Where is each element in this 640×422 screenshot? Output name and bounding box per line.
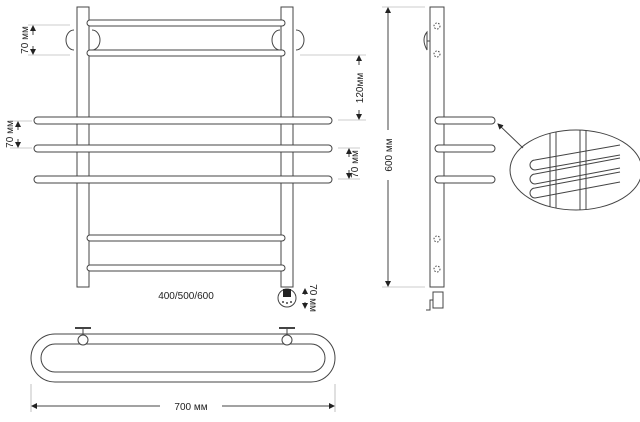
label-upper-gap: 120мм (355, 73, 366, 104)
side-connector (426, 291, 444, 311)
dim-top-rail-spacing: 70 мм (20, 24, 70, 56)
front-view: 70 мм 70 мм 120мм 70 мм 400/500/600 70 м… (5, 6, 366, 312)
dim-upper-gap: 120мм (300, 54, 366, 121)
dim-total-width: 700 мм (30, 384, 336, 413)
electric-connector (277, 288, 297, 308)
wall-cup (423, 30, 430, 51)
top-brackets (75, 327, 295, 346)
top-view: 700 мм (30, 327, 336, 413)
long-rails (33, 116, 333, 184)
label-top-rail-spacing: 70 мм (20, 26, 31, 54)
dim-height: 600 мм (382, 6, 425, 288)
label-connector-offset: 70 мм (307, 284, 318, 312)
label-middle-left: 70 мм (5, 120, 16, 148)
detail-callout (509, 129, 640, 211)
dim-middle-right: 70 мм (338, 147, 361, 180)
side-view: 600 мм (382, 6, 640, 311)
dim-middle-left: 70 мм (5, 120, 32, 149)
mount-holes (433, 22, 441, 273)
detail-pointer (497, 123, 524, 149)
dim-connector-offset: 70 мм (302, 284, 318, 312)
label-total-width: 700 мм (174, 402, 207, 413)
label-middle-right: 70 мм (350, 150, 361, 178)
label-height: 600 мм (384, 138, 395, 171)
wall-mounts (65, 29, 305, 51)
short-rails (86, 19, 286, 272)
label-width-options: 400/500/600 (158, 291, 214, 302)
